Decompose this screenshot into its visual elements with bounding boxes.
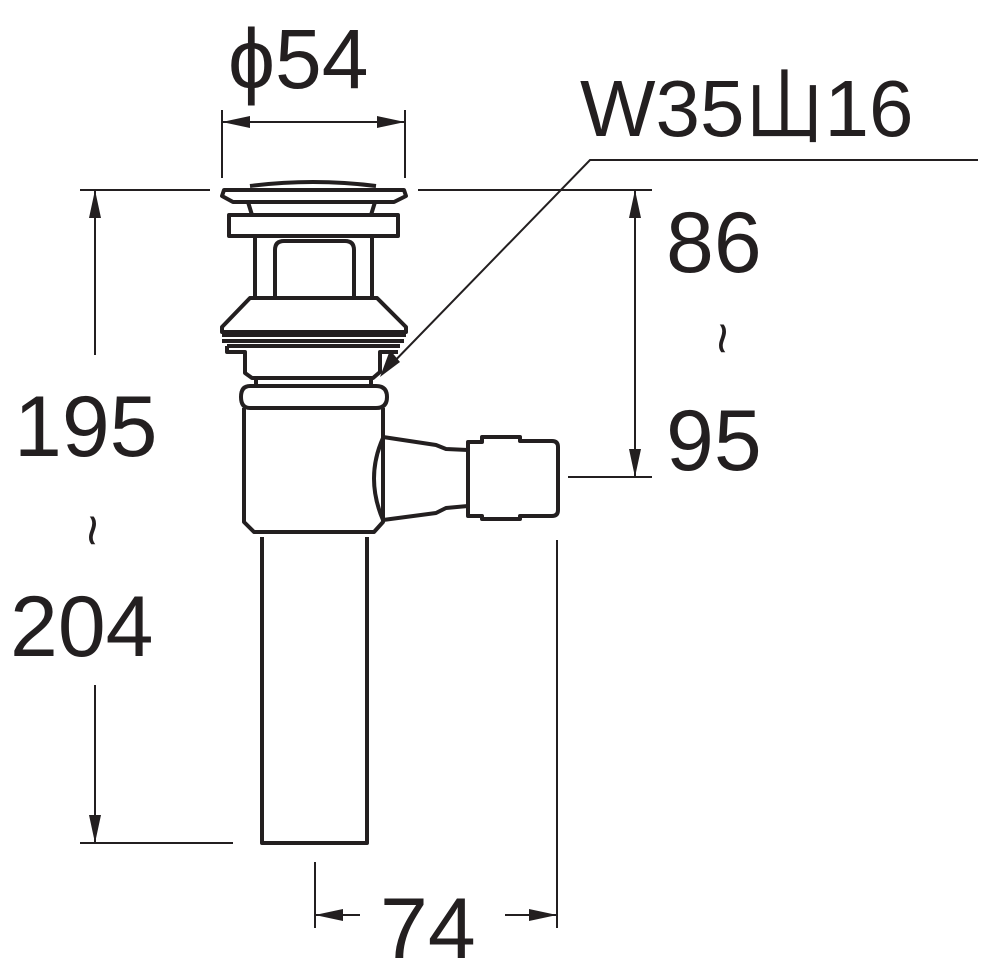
range-symbol-2: ~ [62, 514, 125, 547]
branch-height-min: 86 [666, 195, 762, 291]
range-symbol: ~ [692, 322, 755, 355]
branch-height-max: 95 [666, 393, 762, 489]
total-height-min: 195 [14, 379, 158, 475]
total-height-max: 204 [10, 579, 154, 675]
thread-label: W35山16 [580, 64, 913, 153]
branch-offset-label: 74 [380, 881, 476, 967]
dimension-lines [80, 110, 978, 928]
drain-fitting-drawing [220, 180, 560, 845]
diameter-label: ϕ54 [228, 12, 368, 106]
